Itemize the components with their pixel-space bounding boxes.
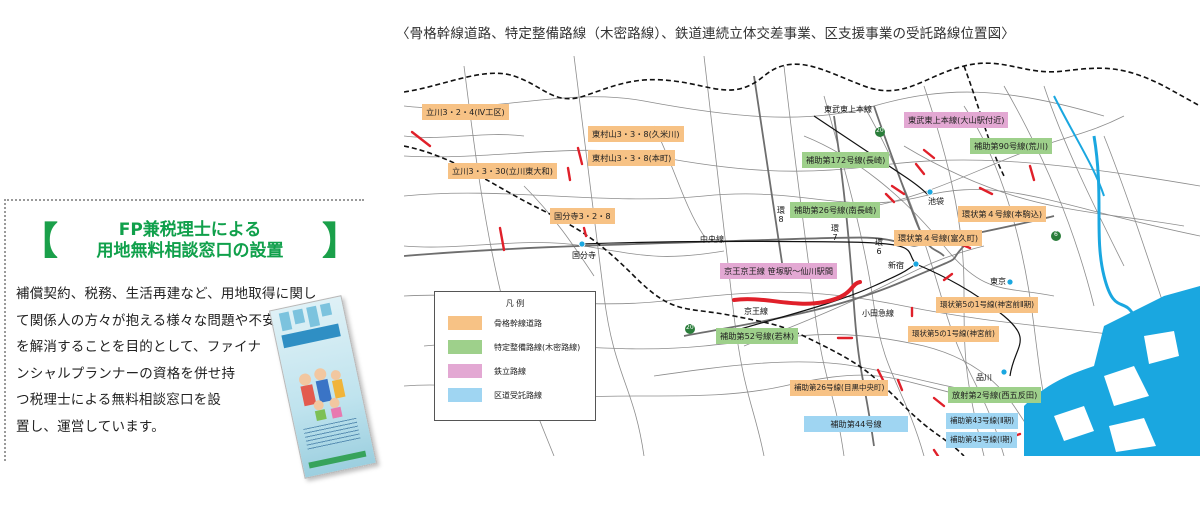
route-label: 環状第5の1号線(神宮前) (908, 326, 999, 342)
route-label: 補助第43号線(Ⅱ期) (946, 413, 1019, 429)
river-branch (1053, 95, 1105, 197)
station-label-tokyo: 東京 (990, 277, 1006, 286)
rail-label-keio: 京王線 (744, 307, 768, 316)
route-shield-number: 6 (1054, 231, 1058, 238)
rail-label-odakyu: 小田急線 (862, 309, 894, 318)
route-shield-number: 20 (876, 127, 884, 134)
route-label: 補助第172号線(長崎) (802, 152, 890, 168)
route-shields (685, 127, 1061, 334)
building-shape (306, 305, 321, 328)
route-label: 補助第44号線 (804, 416, 908, 432)
brochure-footer-bar (308, 450, 367, 469)
route-label: 立川3・2・4(Ⅳ工区) (422, 104, 509, 120)
route-label: 京王京王線 笹塚駅〜仙川駅間 (720, 263, 838, 279)
route-label: 補助第90号線(荒川) (970, 138, 1053, 154)
fp-consultation-panel: 【 FP兼税理士による 用地無料相談窓口の設置 】 補償契約、税務、生活再建など… (4, 199, 364, 461)
route-label: 環状第5の1号線(神宮前Ⅱ期) (936, 297, 1039, 313)
building-shape (278, 311, 293, 332)
legend-swatch (448, 364, 482, 378)
ring-road-label: 環8 (777, 206, 785, 224)
map-title: 〈骨格幹線道路、特定整備路線（木密路線）、鉄道連続立体交差事業、区支援事業の受託… (396, 26, 1015, 42)
station-label-ikebukuro: 池袋 (928, 197, 944, 206)
route-label: 国分寺3・2・8 (550, 208, 615, 224)
route-label: 立川3・3・30(立川東大和) (448, 163, 557, 179)
route-label: 補助第26号線(目黒中央町) (790, 380, 889, 396)
building-shape (319, 302, 333, 317)
brochure-illustration (268, 295, 378, 479)
rail-lines (581, 115, 1021, 377)
heading-bracket-right: 】 (321, 219, 360, 263)
legend-item: 特定整備路線(木密路線) (448, 340, 580, 354)
legend-swatch (448, 316, 482, 330)
map-legend: 凡 例 骨格幹線道路 特定整備路線(木密路線) 鉄立路線 区道受託路線 (434, 291, 596, 421)
route-label: 放射第2号線(西五反田) (948, 387, 1042, 403)
route-shield-number: 20 (686, 324, 694, 331)
route-shield-icon (685, 324, 695, 334)
legend-label: 鉄立路線 (494, 366, 526, 376)
body-line: を解消することを目的として、ファイナ (16, 339, 262, 355)
legend-item: 骨格幹線道路 (448, 316, 542, 330)
station-label-kokubunji: 国分寺 (572, 251, 596, 260)
route-shield-icon (875, 127, 885, 137)
ring-road-label: 環6 (875, 238, 883, 256)
route-shield-icon (1051, 231, 1061, 241)
panel-body-text: 補償契約、税務、生活再建など、用地取得に関し て関係人の方々が抱える様々な問題や… (16, 281, 368, 440)
route-label: 補助第52号線(若林) (716, 328, 799, 344)
body-line: つ税理士による無料相談窓口を設 (16, 392, 222, 408)
route-label: 環状第４号線(本駒込) (958, 206, 1047, 222)
route-label: 補助第26号線(南長崎) (790, 202, 881, 218)
legend-swatch (448, 340, 482, 354)
legend-item: 鉄立路線 (448, 364, 526, 378)
ring-road-label: 環7 (831, 224, 839, 242)
area-boundary (404, 62, 1200, 456)
body-line: 補償契約、税務、生活再建など、用地取得に関し (16, 286, 317, 302)
route-label: 補助第43号線(Ⅰ期) (946, 432, 1017, 448)
route-label: 東村山3・3・8(本町) (588, 150, 676, 166)
legend-label: 骨格幹線道路 (494, 318, 542, 328)
panel-heading: 【 FP兼税理士による 用地無料相談窓口の設置 】 (20, 218, 360, 266)
legend-item: 区道受託路線 (448, 388, 542, 402)
route-label: 環状第４号線(富久町) (894, 230, 983, 246)
route-label: 東村山3・3・8(久米川) (588, 126, 684, 142)
building-shape (292, 308, 306, 325)
heading-line2: 用地無料相談窓口の設置 (96, 241, 284, 261)
heading-line1: FP兼税理士による (118, 220, 262, 240)
station-label-shinagawa: 品川 (976, 373, 992, 382)
legend-title: 凡 例 (505, 299, 525, 308)
heading-text: FP兼税理士による 用地無料相談窓口の設置 (50, 220, 330, 262)
rail-label-tobu-tojo: 東武東上本線 (824, 105, 872, 114)
body-line: ンシャルプランナーの資格を併せ持 (16, 365, 236, 382)
legend-label: 区道受託路線 (494, 390, 542, 400)
station-dots (578, 188, 1014, 376)
legend-swatch (448, 388, 482, 402)
route-label: 東武東上本線(大山駅付近) (904, 112, 1009, 128)
legend-label: 特定整備路線(木密路線) (494, 342, 581, 352)
body-line: て関係人の方々が抱える様々な問題や不安 (16, 312, 276, 329)
body-line: 置し、運営しています。 (16, 418, 165, 435)
heading-bracket-left: 【 (20, 219, 59, 263)
rail-label-chuo: 中央線 (700, 235, 724, 244)
station-label-shinjuku: 新宿 (888, 261, 904, 270)
people-illustration (299, 368, 346, 422)
landfill-islands (1054, 331, 1179, 452)
